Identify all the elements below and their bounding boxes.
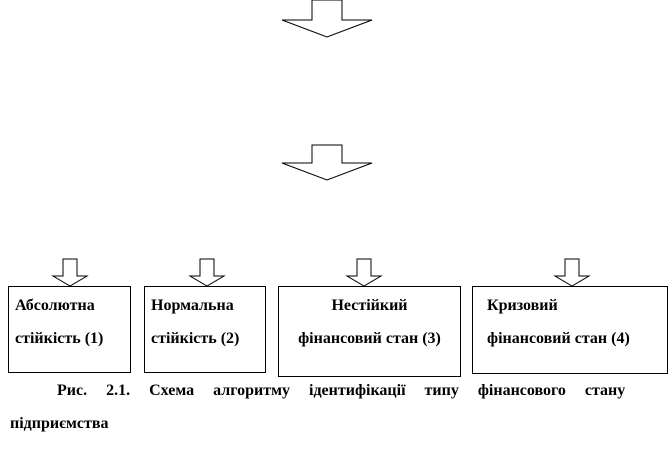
box-absolute-stability: Абсолютна стійкість (1): [8, 286, 131, 373]
box-line: стійкість (1): [15, 330, 104, 347]
box-line: Нестійкий: [331, 297, 408, 314]
down-arrow-icon: [188, 258, 226, 287]
box-unstable-state: Нестійкий фінансовий стан (3): [278, 286, 461, 377]
box-line: Абсолютна: [15, 297, 95, 314]
box-line: фінансовий стан (3): [298, 330, 441, 347]
down-arrow-icon: [281, 0, 373, 38]
box-normal-stability: Нормальна стійкість (2): [144, 286, 266, 373]
down-arrow-icon: [281, 144, 373, 181]
down-arrow-icon: [51, 258, 89, 287]
box-line: фінансовий стан (4): [487, 330, 630, 347]
box-line: Нормальна: [151, 297, 234, 314]
arrows: [51, 0, 591, 287]
box-line: стійкість (2): [151, 330, 240, 347]
box-line: Кризовий: [487, 297, 558, 314]
down-arrow-icon: [345, 258, 383, 287]
figure-caption: Рис. 2.1. Схема алгоритму ідентифікації …: [57, 382, 626, 399]
box-crisis-state: Кризовий фінансовий стан (4): [472, 286, 668, 374]
figure-caption-continued: підприємства: [10, 415, 109, 432]
down-arrow-icon: [553, 258, 591, 287]
